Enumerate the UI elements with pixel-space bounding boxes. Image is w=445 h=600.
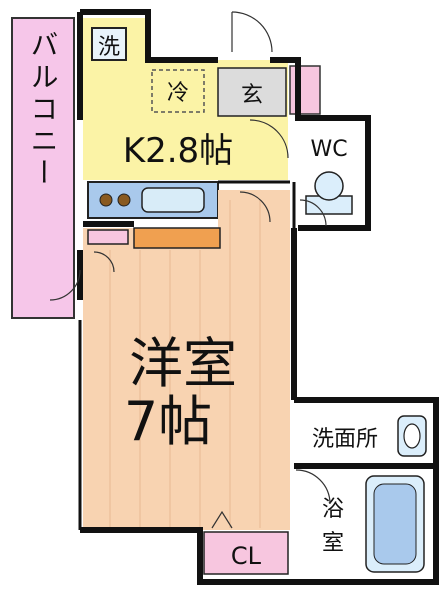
entrance-label: 玄 <box>241 83 263 108</box>
flooring-lines <box>109 200 261 528</box>
door-swings <box>49 11 331 529</box>
western-room <box>83 228 290 530</box>
balcony <box>11 17 75 319</box>
kitchen-sink <box>141 187 205 213</box>
entrance <box>217 67 287 117</box>
entrance-shoebox <box>289 65 321 115</box>
western-room-label-2: 7帖 <box>124 390 212 453</box>
fridge-label: 冷 <box>167 81 189 106</box>
toilet-label: WC <box>310 137 347 162</box>
balcony-label: バルコニー <box>27 30 60 190</box>
stove-burner-right <box>117 193 131 207</box>
fridge-space <box>151 69 205 113</box>
washer-label: 洗 <box>98 35 120 60</box>
closet-label: CL <box>231 542 262 570</box>
washer-space <box>91 27 127 61</box>
cabinet-small <box>87 229 129 245</box>
toilet-bowl <box>314 171 344 201</box>
bathroom-label-1: 浴 <box>322 497 344 522</box>
washbasin-bowl <box>403 423 421 449</box>
closet <box>203 531 289 575</box>
stove-burner-left <box>99 193 113 207</box>
washroom-label: 洗面所 <box>312 427 378 452</box>
walls <box>77 9 439 585</box>
western-room-label-1: 洋室 <box>129 332 237 395</box>
kitchen-label: K2.8帖 <box>123 131 233 171</box>
bathroom-label-2: 室 <box>322 531 344 556</box>
cabinet <box>133 227 221 249</box>
thin-walls <box>78 180 296 530</box>
bathtub-inner <box>373 483 417 565</box>
